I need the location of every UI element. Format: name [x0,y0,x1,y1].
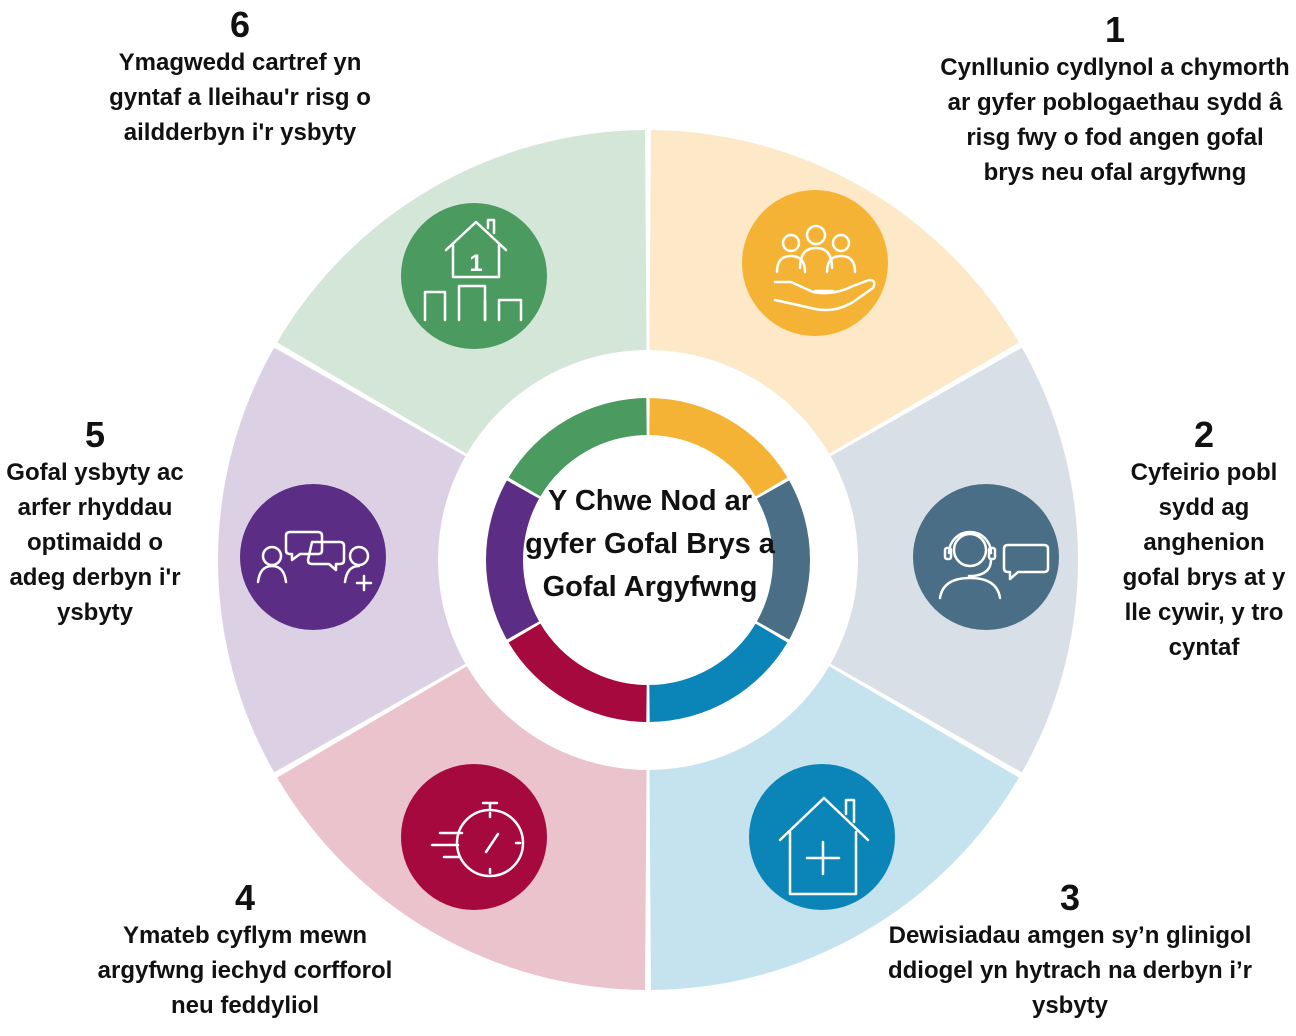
goal-1-number: 1 [1104,9,1126,50]
goal-5-text: Gofal ysbyty ac arfer rhyddau optimaidd … [6,459,184,626]
goal-4-number: 4 [234,877,256,918]
goal-1: 1 Cynllunio cydlynol a chymorth ar gyfer… [940,10,1290,190]
conversation-people-icon [240,484,386,630]
goal-4-text: Ymateb cyflym mewn argyfwng iechyd corff… [97,922,393,1019]
goal-3-text: Dewisiadau amgen sy’n glinigol ddiogel y… [887,922,1253,1019]
goal-3-ring-arc [649,623,788,722]
goal-6-number: 6 [229,4,251,45]
home-first-icon: 1 [401,203,547,349]
goal-5-ring-arc [485,480,540,640]
goal-4: 4 Ymateb cyflym mewn argyfwng iechyd cor… [95,878,395,1023]
diagram-title: Y Chwe Nod ar gyfer Gofal Brys a Gofal A… [525,485,775,603]
goal-2-number: 2 [1193,414,1215,455]
goal-1-text: Cynllunio cydlynol a chymorth ar gyfer p… [940,54,1290,186]
home-first-icon-number: 1 [469,250,482,277]
goal-2: 2 Cyfeirio pobl sydd ag anghenion gofal … [1112,415,1296,665]
goal-2-ring-arc [756,480,810,640]
house-medical-cross-icon [749,764,895,910]
goal-2-text: Cyfeirio pobl sydd ag anghenion gofal br… [1122,459,1286,661]
goal-6-ring-arc [508,398,647,497]
goal-1-ring-arc [649,398,788,497]
goal-3-number: 3 [1059,877,1081,918]
goal-5-number: 5 [84,414,106,455]
goal-3: 3 Dewisiadau amgen sy’n glinigol ddiogel… [880,878,1260,1023]
headset-advisor-icon [913,484,1059,630]
goal-4-ring-arc [508,623,647,722]
community-care-hand-icon [742,190,888,336]
goal-5: 5 Gofal ysbyty ac arfer rhyddau optimaid… [0,415,190,630]
goal-6: 6 Ymagwedd cartref yn gyntaf a lleihau'r… [100,5,380,150]
stopwatch-icon [401,764,547,910]
goal-6-text: Ymagwedd cartref yn gyntaf a lleihau'r r… [109,49,371,146]
